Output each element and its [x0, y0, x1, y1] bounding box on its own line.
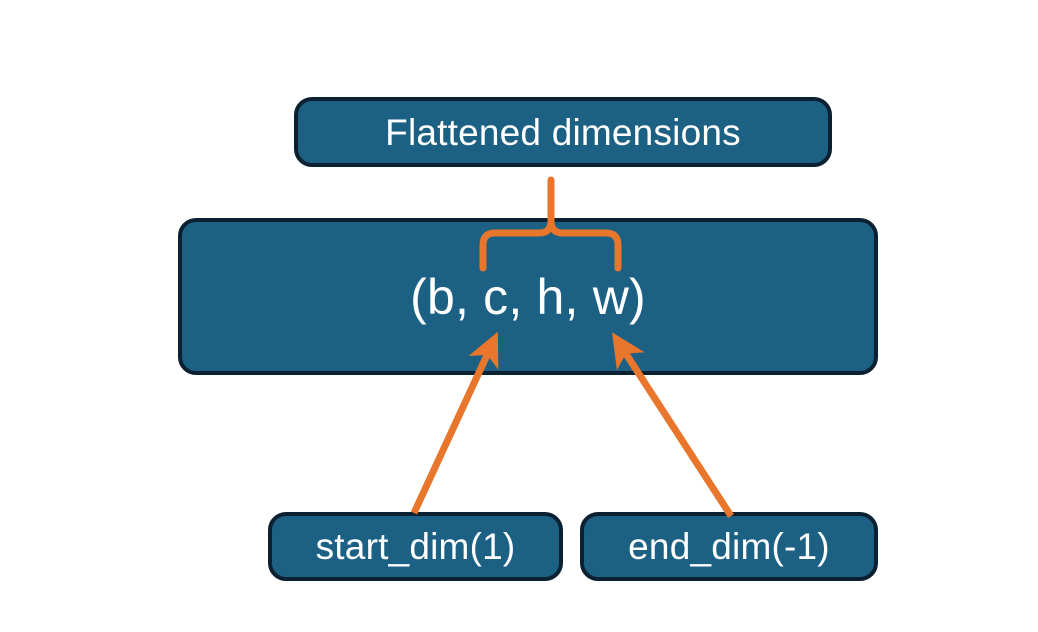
node-flattened-dimensions-label: Flattened dimensions — [385, 111, 741, 153]
node-start-dim-label: start_dim(1) — [315, 526, 516, 567]
node-tensor-shape-label: (b, c, h, w) — [410, 268, 646, 325]
node-end-dim-label: end_dim(-1) — [628, 526, 830, 567]
node-end-dim: end_dim(-1) — [580, 512, 878, 581]
node-start-dim: start_dim(1) — [268, 512, 563, 581]
node-tensor-shape: (b, c, h, w) — [178, 218, 878, 375]
node-flattened-dimensions: Flattened dimensions — [294, 97, 832, 167]
